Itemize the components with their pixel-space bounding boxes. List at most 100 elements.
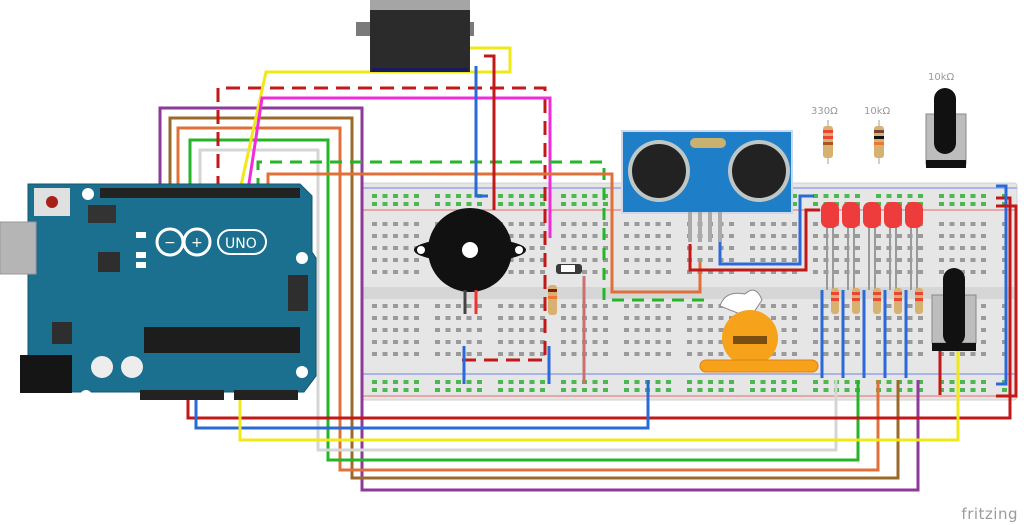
piezo-buzzer bbox=[414, 208, 526, 314]
breadboard-hole bbox=[592, 234, 598, 238]
breadboard-hole bbox=[603, 316, 608, 320]
breadboard-hole bbox=[834, 270, 839, 274]
wires bbox=[158, 46, 1018, 492]
breadboard-hole bbox=[813, 304, 818, 308]
breadboard-hole bbox=[403, 328, 409, 332]
breadboard-hole bbox=[582, 246, 587, 250]
breadboard-hole bbox=[970, 234, 976, 238]
breadboard-hole bbox=[655, 328, 661, 332]
breadboard-hole bbox=[382, 234, 388, 238]
breadboard-hole bbox=[781, 222, 787, 226]
svg-text:+: + bbox=[191, 235, 203, 251]
breadboard-hole bbox=[792, 222, 797, 226]
breadboard-hole bbox=[697, 316, 703, 320]
servo-motor bbox=[356, 0, 474, 72]
breadboard-hole bbox=[508, 352, 514, 356]
breadboard-hole bbox=[718, 316, 724, 320]
breadboard-hole bbox=[708, 258, 713, 262]
breadboard-hole bbox=[466, 380, 472, 384]
breadboard-hole bbox=[624, 246, 629, 250]
breadboard-hole bbox=[792, 194, 797, 198]
breadboard-hole bbox=[372, 202, 377, 206]
breadboard-hole bbox=[897, 246, 902, 250]
breadboard-hole bbox=[666, 222, 671, 226]
breadboard-hole bbox=[792, 270, 797, 274]
breadboard-hole bbox=[456, 316, 461, 320]
breadboard-hole bbox=[498, 380, 503, 384]
led bbox=[883, 202, 902, 378]
breadboard-hole bbox=[897, 352, 902, 356]
breadboard-hole bbox=[718, 270, 724, 274]
breadboard-hole bbox=[571, 222, 577, 226]
breadboard-hole bbox=[939, 194, 944, 198]
push-button[interactable] bbox=[556, 264, 582, 274]
breadboard-hole bbox=[760, 388, 766, 392]
breadboard-hole bbox=[466, 328, 472, 332]
breadboard-hole bbox=[519, 340, 524, 344]
breadboard-hole bbox=[981, 246, 986, 250]
breadboard-hole bbox=[855, 352, 860, 356]
breadboard-hole bbox=[771, 316, 776, 320]
breadboard-hole bbox=[918, 258, 923, 262]
breadboard-hole bbox=[876, 194, 881, 198]
breadboard-hole bbox=[529, 246, 535, 250]
breadboard-hole bbox=[508, 270, 514, 274]
breadboard-hole bbox=[519, 328, 524, 332]
breadboard-hole bbox=[897, 316, 902, 320]
wire-blue-bottom bbox=[194, 380, 650, 430]
breadboard-hole bbox=[582, 222, 587, 226]
breadboard-hole bbox=[960, 258, 965, 262]
breadboard-hole bbox=[781, 258, 787, 262]
breadboard-hole bbox=[897, 328, 902, 332]
breadboard-hole bbox=[403, 246, 409, 250]
breadboard-hole bbox=[393, 304, 398, 308]
breadboard-hole bbox=[540, 234, 545, 238]
breadboard-hole bbox=[907, 380, 913, 384]
breadboard-hole bbox=[634, 316, 640, 320]
breadboard-hole bbox=[645, 270, 650, 274]
breadboard-hole bbox=[540, 352, 545, 356]
breadboard-hole bbox=[907, 352, 913, 356]
breadboard-hole bbox=[918, 352, 923, 356]
breadboard-hole bbox=[981, 194, 986, 198]
breadboard-hole bbox=[435, 388, 440, 392]
breadboard-hole bbox=[970, 388, 976, 392]
breadboard-hole bbox=[666, 258, 671, 262]
breadboard-hole bbox=[466, 304, 472, 308]
breadboard-hole bbox=[918, 194, 923, 198]
breadboard-hole bbox=[624, 234, 629, 238]
breadboard-hole bbox=[666, 316, 671, 320]
breadboard-hole bbox=[834, 234, 839, 238]
breadboard-hole bbox=[592, 380, 598, 384]
breadboard-hole bbox=[970, 194, 976, 198]
breadboard-hole bbox=[466, 340, 472, 344]
breadboard-hole bbox=[960, 352, 965, 356]
breadboard-hole bbox=[687, 352, 692, 356]
breadboard-hole bbox=[561, 202, 566, 206]
wire-yellow-bottom bbox=[238, 340, 960, 442]
breadboard-hole bbox=[645, 246, 650, 250]
breadboard-hole bbox=[939, 222, 944, 226]
breadboard-hole bbox=[519, 234, 524, 238]
breadboard-hole bbox=[970, 258, 976, 262]
breadboard-hole bbox=[624, 380, 629, 384]
breadboard-hole bbox=[529, 328, 535, 332]
breadboard-hole bbox=[634, 352, 640, 356]
breadboard-hole bbox=[592, 388, 598, 392]
breadboard-hole bbox=[655, 222, 661, 226]
breadboard-hole bbox=[697, 328, 703, 332]
breadboard-hole bbox=[949, 246, 955, 250]
led bbox=[820, 202, 839, 378]
breadboard-hole bbox=[519, 304, 524, 308]
breadboard-hole bbox=[508, 380, 514, 384]
breadboard-hole bbox=[624, 258, 629, 262]
breadboard-hole bbox=[718, 380, 724, 384]
breadboard-hole bbox=[729, 222, 734, 226]
breadboard-hole bbox=[834, 328, 839, 332]
breadboard-hole bbox=[645, 258, 650, 262]
breadboard-hole bbox=[561, 194, 566, 198]
breadboard-hole bbox=[519, 258, 524, 262]
breadboard-hole bbox=[655, 340, 661, 344]
breadboard-hole bbox=[918, 328, 923, 332]
breadboard-hole bbox=[561, 380, 566, 384]
